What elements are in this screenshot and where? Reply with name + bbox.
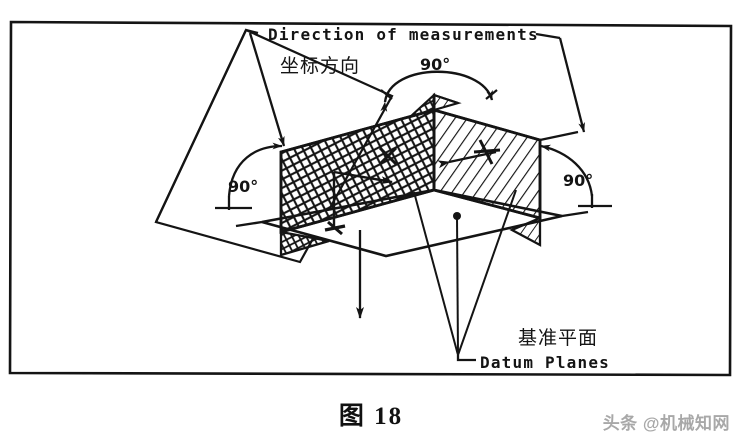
label-direction-en: Direction of measurements	[268, 25, 539, 44]
label-datum-en: Datum Planes	[480, 353, 610, 372]
label-direction-zh: 坐标方向	[280, 55, 360, 77]
datum-leader-lines	[413, 189, 517, 362]
watermark: 头条 @机械知网	[602, 414, 730, 433]
measurement-direction-arrows	[324, 139, 501, 319]
label-angle-left: 90°	[228, 177, 258, 196]
label-angle-right: 90°	[563, 171, 593, 190]
figure-caption: 图 18	[338, 403, 404, 430]
angle-dimension-left	[215, 142, 283, 210]
label-angle-top: 90°	[420, 55, 450, 74]
angle-dimension-right	[540, 144, 612, 208]
figure-frame	[8, 20, 733, 377]
label-datum-zh: 基准平面	[518, 327, 598, 349]
angle-dimension-top	[380, 70, 498, 112]
right-vertical-plane	[432, 93, 579, 247]
direction-leader-lines	[154, 28, 586, 223]
